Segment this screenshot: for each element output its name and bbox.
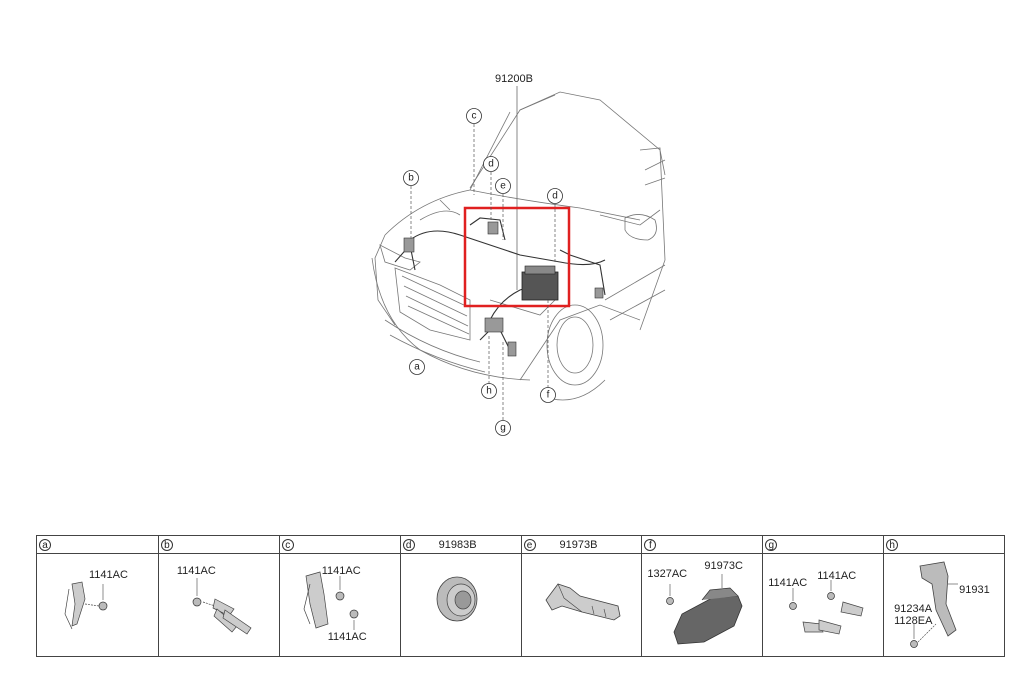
cell-header: b <box>158 536 279 554</box>
parts-cell-d: d 91983B <box>399 536 521 656</box>
parts-table: a 1141AC b 1141 <box>36 535 1005 657</box>
cell-letter: d <box>402 538 415 551</box>
grommet-illustration <box>436 576 478 622</box>
parts-cell-b: b 1141AC <box>157 536 279 656</box>
cell-letter: e <box>523 538 536 551</box>
callout-g: g <box>495 420 511 436</box>
svg-text:b: b <box>408 173 414 184</box>
junction-box <box>521 271 559 301</box>
parts-cell-g: g 1141AC 1141AC <box>762 536 884 656</box>
cell-letter: h <box>886 538 899 551</box>
cell-header: f <box>642 536 763 554</box>
highlight-box <box>463 206 571 308</box>
callout-d-right: d <box>547 188 563 204</box>
cell-header: c <box>279 536 400 554</box>
parts-cell-h: h 91931 91234A 1128EA <box>883 536 1004 656</box>
callout-f: f <box>540 387 556 403</box>
parts-cell-e: e 91973B <box>520 536 642 656</box>
part-label: 1141AC <box>176 565 216 577</box>
cell-header: d 91983B <box>400 536 521 554</box>
connector-bundle-illustration <box>192 578 252 635</box>
vehicle-outline <box>371 91 666 401</box>
callout-c: c <box>466 108 482 124</box>
svg-text:c: c <box>472 111 477 122</box>
part-label-top: 1141AC <box>321 565 361 577</box>
svg-text:a: a <box>414 362 420 373</box>
bracket-illustration <box>910 561 959 648</box>
protector-illustration <box>545 583 620 621</box>
cell-letter: a <box>39 538 51 551</box>
callout-a: a <box>409 359 425 375</box>
part-label-clip: 91234A <box>894 603 933 615</box>
cell-header: e 91973B <box>521 536 642 554</box>
connector-harness-illustration <box>64 581 108 630</box>
wiring-harness <box>394 199 606 357</box>
bracket-illustration <box>666 574 743 645</box>
cell-letter: c <box>281 538 294 551</box>
part-label-bolt: 1128EA <box>894 615 933 627</box>
cell-part-code: 91973B <box>559 538 598 551</box>
parts-cell-f: f 1327AC 91973C <box>641 536 763 656</box>
part-label-bracket: 91931 <box>959 584 990 596</box>
cell-letter: g <box>765 538 778 551</box>
svg-text:h: h <box>486 386 492 397</box>
part-label-bottom: 1141AC <box>327 631 367 643</box>
callout-h: h <box>481 383 497 399</box>
connector-bracket-illustration <box>303 571 359 630</box>
svg-text:f: f <box>547 390 550 401</box>
svg-text:g: g <box>500 423 506 434</box>
part-label-bolt: 1327AC <box>647 568 688 580</box>
callout-d-left: d <box>483 156 499 172</box>
parts-cell-a: a 1141AC <box>37 536 158 656</box>
svg-text:d: d <box>488 159 494 170</box>
svg-text:d: d <box>552 191 558 202</box>
cell-letter: b <box>160 538 173 551</box>
cell-header: h <box>884 536 1004 554</box>
part-label-right: 1141AC <box>817 570 857 582</box>
part-label: 1141AC <box>89 569 128 581</box>
part-label-left: 1141AC <box>768 577 808 589</box>
connector-pair-illustration <box>789 580 864 635</box>
svg-text:e: e <box>500 181 506 192</box>
cell-letter: f <box>644 538 657 551</box>
part-number-label: 91200B <box>495 73 533 85</box>
callout-e: e <box>495 178 511 194</box>
cell-header: g <box>763 536 884 554</box>
callout-b: b <box>403 170 419 186</box>
cell-header: a <box>37 536 158 554</box>
part-label-bracket: 91973C <box>704 560 743 572</box>
parts-cell-c: c 1141AC 1141AC <box>278 536 400 656</box>
wiring-harness-diagram: 91200B <box>371 73 666 436</box>
cell-part-code: 91983B <box>438 538 477 551</box>
